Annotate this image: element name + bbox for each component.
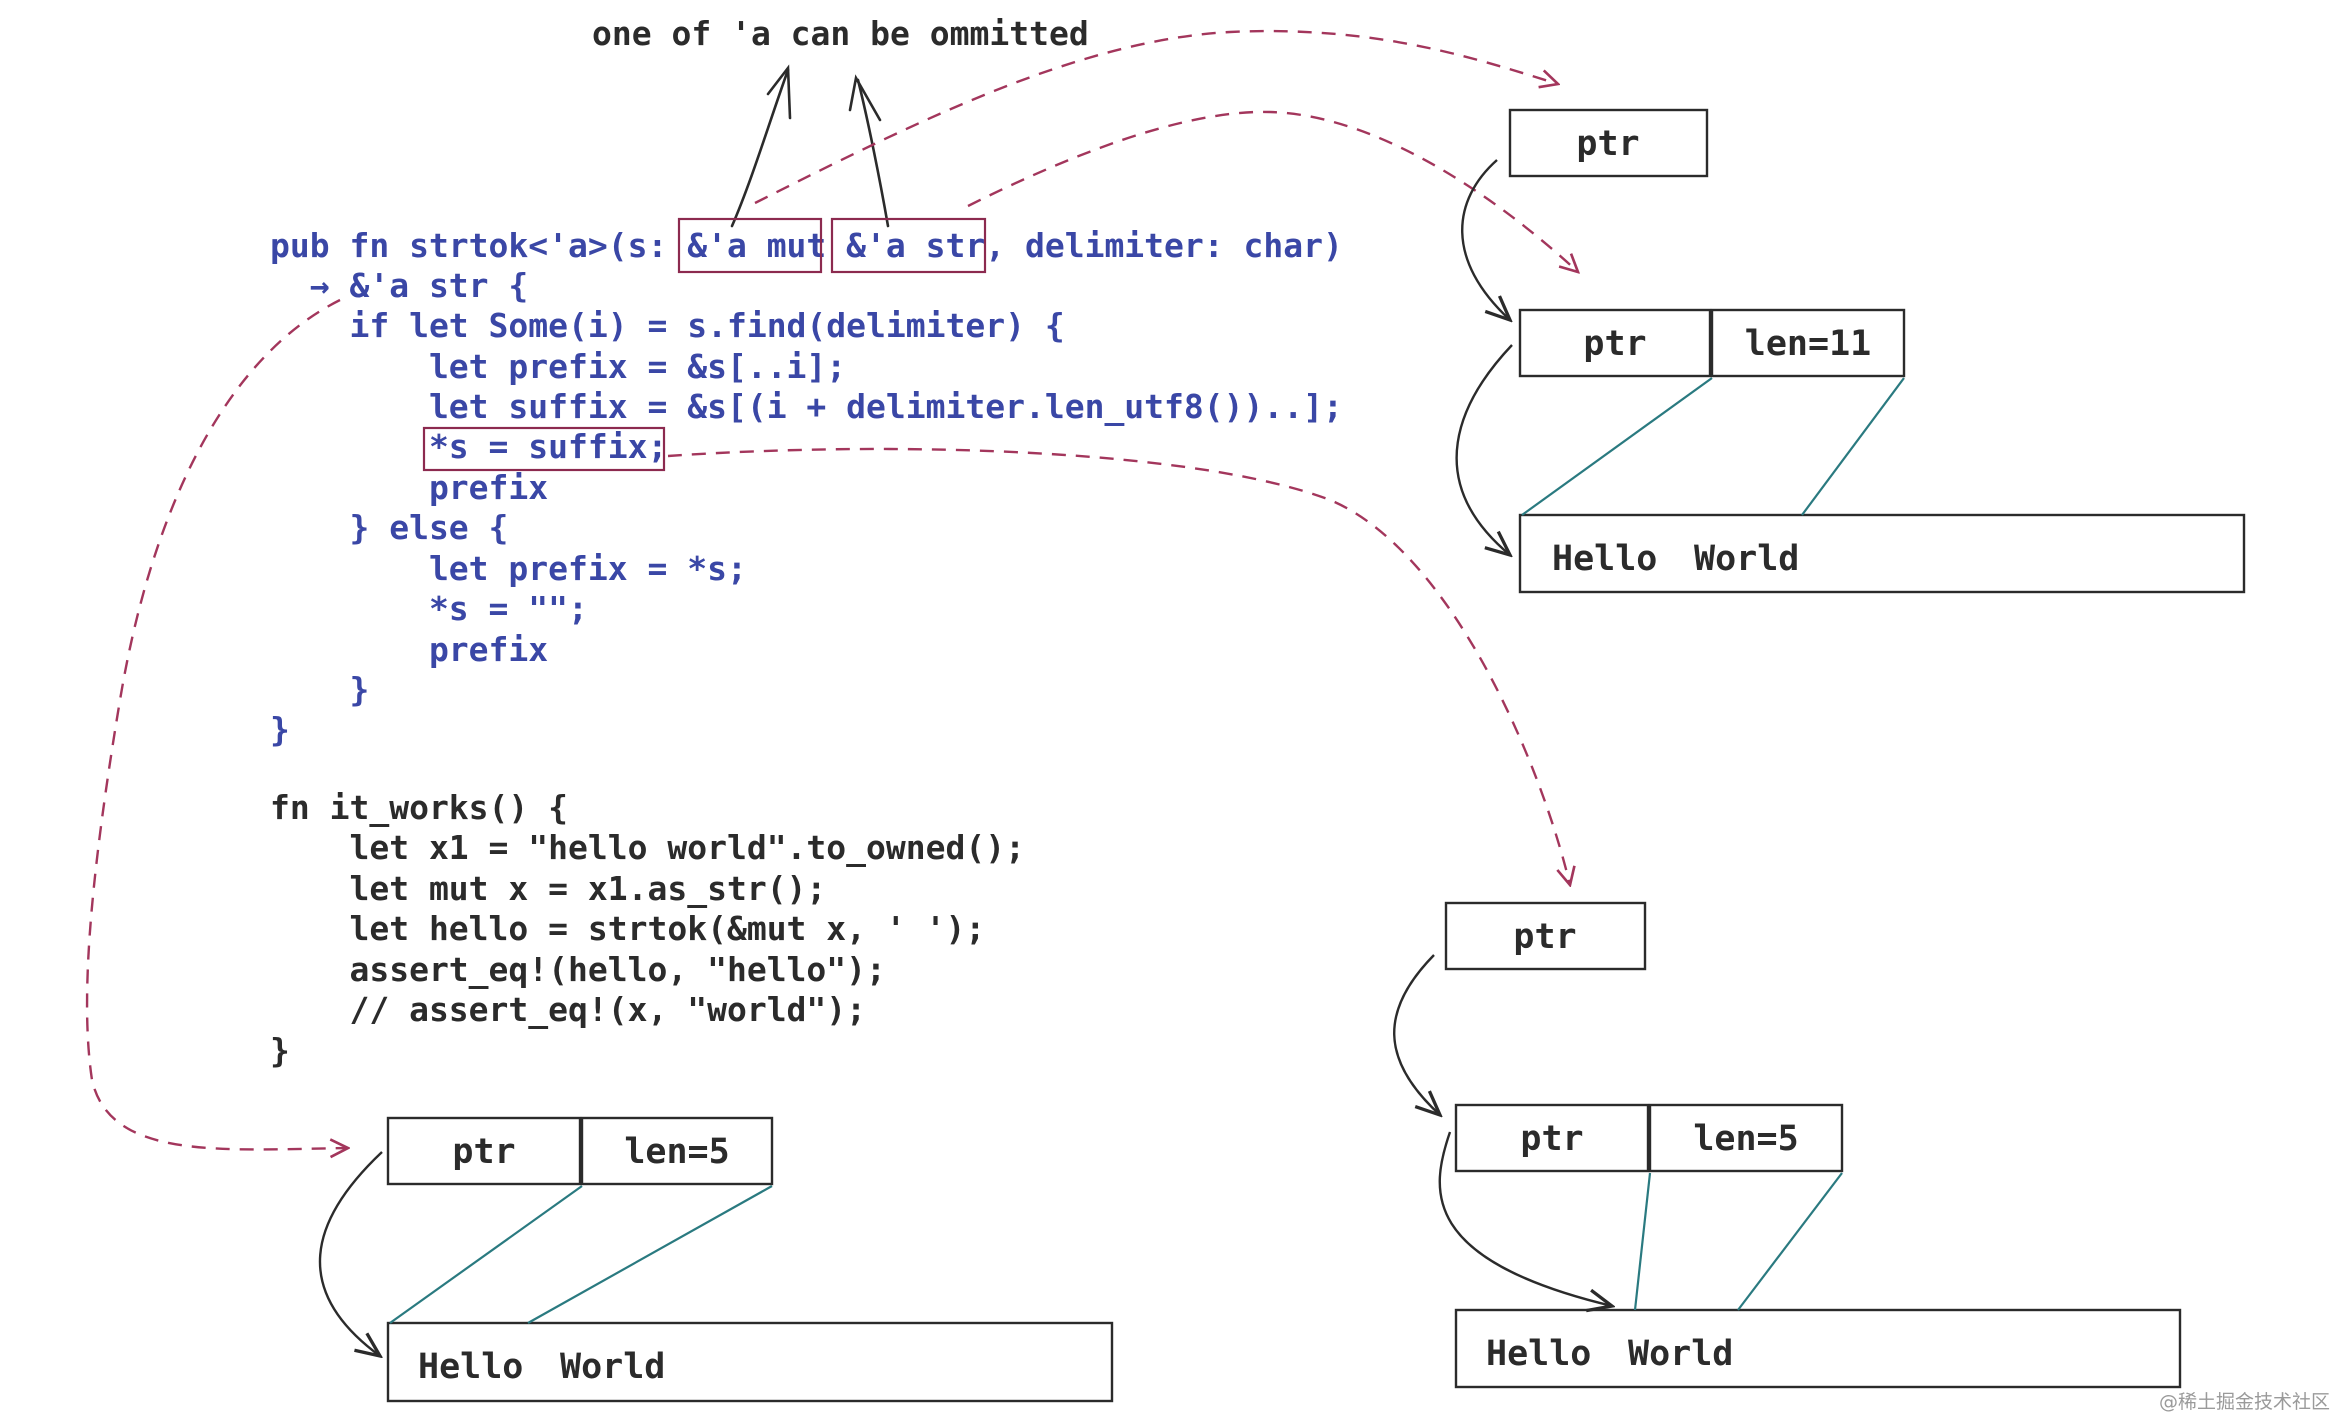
highlight-str-ref [830,217,987,274]
code-highlight-boxes [422,217,987,472]
dashed-arrow-to-outer-ptr [754,29,1558,205]
buffer-word: Hello [418,1347,523,1387]
slice-guide [1521,377,1713,516]
pointer-arrow [318,1151,382,1356]
string-buffer [1518,513,2246,594]
outer-ptr-label: ptr [1576,124,1639,164]
code-line: if let Some(i) = s.find(delimiter) { [270,306,1065,345]
code-line: let mut x = x1.as_str(); [270,869,826,908]
outer-ptr-box [1444,901,1647,971]
slice-guide [1801,377,1905,516]
len-label: len=5 [624,1132,729,1172]
slice-guide [1633,1172,1652,1311]
pointer-arrow [1393,954,1440,1115]
it-works-code: fn it_works() { let x1 = "hello world".t… [270,788,1025,1070]
buffer-word: World [560,1347,665,1387]
code-line: } else { [270,508,508,547]
annotation-text: one of 'a can be ommitted [592,14,1089,53]
watermark-text: @稀土掘金技术社区 [2159,1391,2330,1413]
bottom-right-diagram: ptr ptr len=5 Hello World [1393,901,2182,1389]
pointer-arrow [1461,159,1510,320]
outer-ptr-box [1508,108,1709,178]
len-box [580,1116,774,1186]
code-line: // assert_eq!(x, "world"); [270,990,866,1029]
strtok-code: pub fn strtok<'a>(s: &'a mut &'a str, de… [270,226,1343,749]
ptr-label: ptr [452,1132,515,1172]
ptr-box [386,1116,582,1186]
len-label: len=5 [1693,1119,1798,1159]
pointer-arrow [1438,1131,1612,1306]
code-line: assert_eq!(hello, "hello"); [270,950,886,989]
ptr-label: ptr [1520,1119,1583,1159]
dashed-arrow-to-fat-ptr [967,110,1578,272]
code-line: prefix [270,630,548,669]
code-line: } [270,710,290,749]
top-right-diagram: ptr ptr len=11 Hello World [1455,108,2246,594]
len-box [1648,1103,1844,1173]
len-box [1710,308,1906,378]
code-line: let prefix = *s; [270,549,747,588]
highlight-assign [422,426,666,472]
buffer-word: World [1628,1334,1733,1374]
code-line: pub fn strtok<'a>(s: &'a mut &'a str, de… [270,226,1343,265]
slice-guide [389,1185,583,1324]
string-buffer [1454,1308,2182,1389]
slice-guide [1737,1172,1843,1311]
code-line: *s = ""; [270,589,588,628]
len-label: len=11 [1745,324,1871,364]
dashed-arrow-to-return [85,298,348,1149]
buffer-word: Hello [1486,1334,1591,1374]
bottom-left-diagram: ptr len=5 Hello World [318,1116,1114,1403]
code-line: let hello = strtok(&mut x, ' '); [270,909,985,948]
code-line: prefix [270,468,548,507]
dashed-arrows [85,29,1578,1149]
code-line: → &'a str { [270,266,528,305]
buffer-word: World [1694,539,1799,579]
code-line: *s = suffix; [270,427,667,466]
pointer-arrow [1455,344,1512,555]
ptr-box [1518,308,1712,378]
code-line: let prefix = &s[..i]; [270,347,846,386]
code-line: fn it_works() { [270,788,568,827]
slice-guide [527,1185,773,1324]
code-line: let x1 = "hello world".to_owned(); [270,828,1025,867]
annotation-arrows [730,64,890,228]
ptr-label: ptr [1583,324,1646,364]
highlight-mut-ref [677,217,823,274]
dashed-arrow-to-new-ptr [667,447,1570,885]
code-line: } [270,1031,290,1070]
code-line: let suffix = &s[(i + delimiter.len_utf8(… [270,387,1343,426]
buffer-word: Hello [1552,539,1657,579]
code-line: } [270,670,369,709]
string-buffer [386,1321,1114,1403]
ptr-box [1454,1103,1650,1173]
outer-ptr-label: ptr [1513,917,1576,957]
